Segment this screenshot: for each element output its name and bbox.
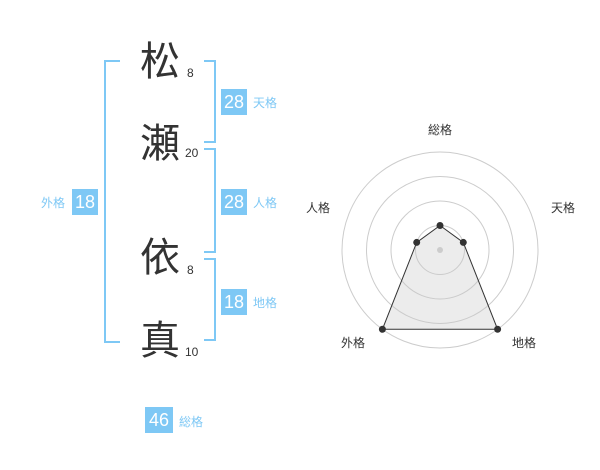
tenkaku-bracket bbox=[204, 60, 216, 143]
stroke-count-1: 8 bbox=[187, 66, 194, 80]
radar-label-gaikaku: 外格 bbox=[341, 336, 366, 350]
soukaku-label: 総格 bbox=[179, 415, 204, 429]
radar-ring bbox=[341, 151, 539, 349]
name-char-1: 松 bbox=[140, 39, 180, 85]
soukaku-value: 46 bbox=[145, 407, 173, 433]
name-char-4: 真 bbox=[140, 318, 180, 364]
gaikaku-bracket bbox=[104, 60, 120, 343]
chikaku-label: 地格 bbox=[253, 296, 278, 310]
tenkaku-label: 天格 bbox=[253, 96, 278, 110]
tenkaku-value: 28 bbox=[221, 89, 247, 115]
radar-label-tenkaku: 天格 bbox=[551, 201, 576, 215]
radar-label-soukaku: 総格 bbox=[428, 123, 453, 137]
radar-polygon bbox=[381, 224, 499, 330]
radar-point-5 bbox=[413, 238, 421, 246]
radar-label-chikaku: 地格 bbox=[512, 336, 537, 350]
radar-ring bbox=[390, 200, 490, 300]
name-char-3: 依 bbox=[140, 235, 180, 281]
radar-center bbox=[437, 247, 443, 253]
radar-label-jinkaku: 人格 bbox=[306, 201, 331, 215]
radar-point-2 bbox=[459, 238, 467, 246]
chikaku-value: 18 bbox=[221, 289, 247, 315]
jinkaku-value: 28 bbox=[221, 189, 247, 215]
gaikaku-label: 外格 bbox=[41, 196, 66, 210]
stroke-count-2: 20 bbox=[185, 146, 199, 160]
stroke-count-3: 8 bbox=[187, 263, 194, 277]
radar-point-4 bbox=[378, 325, 386, 333]
chikaku-bracket bbox=[204, 258, 216, 341]
radar-ring bbox=[366, 176, 514, 324]
gaikaku-value: 18 bbox=[72, 189, 98, 215]
jinkaku-bracket bbox=[204, 148, 216, 253]
radar-point-3 bbox=[494, 325, 502, 333]
jinkaku-label: 人格 bbox=[253, 196, 278, 210]
stroke-count-4: 10 bbox=[185, 345, 199, 359]
name-char-2: 瀬 bbox=[140, 121, 180, 167]
radar-point-1 bbox=[436, 222, 444, 229]
